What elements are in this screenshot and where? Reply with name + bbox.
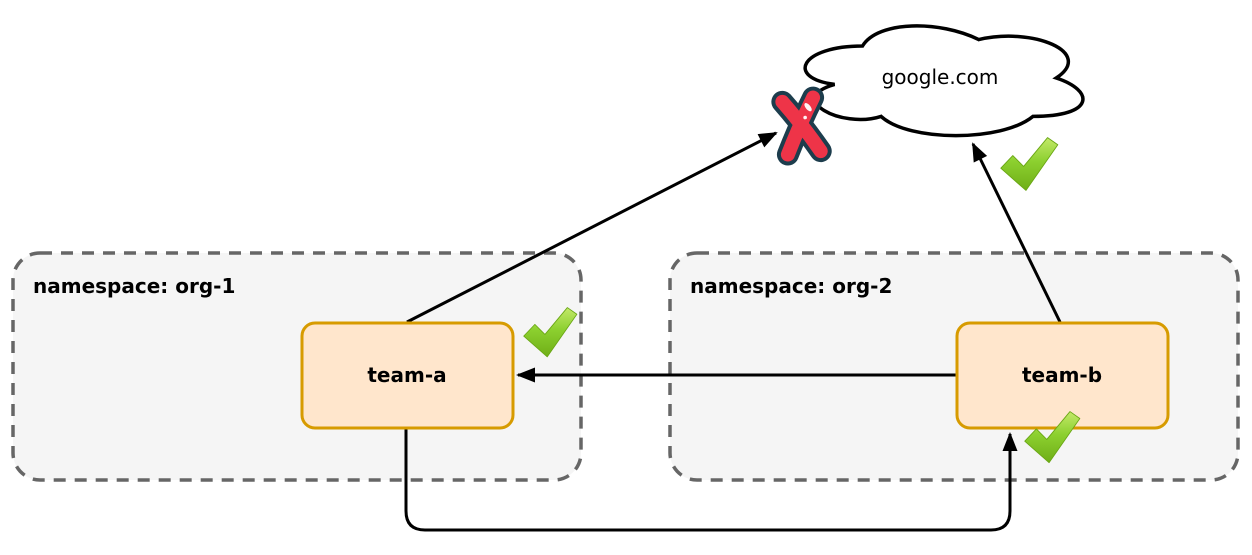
namespace-org-1-label: namespace: org-1 — [33, 274, 235, 298]
edge-team-a-to-team-b-allowed — [404, 428, 1018, 532]
node-team-a: team-a — [300, 321, 515, 430]
edge-team-a-to-google-blocked — [406, 131, 778, 324]
node-team-b-label: team-b — [1022, 363, 1102, 387]
node-team-a-box — [300, 321, 515, 430]
cross-icon — [771, 86, 832, 166]
cloud-label: google.com — [882, 65, 999, 89]
node-team-b: team-b — [955, 321, 1170, 430]
namespace-org-2-label: namespace: org-2 — [690, 274, 892, 298]
edge-team-b-to-google-allowed — [971, 142, 1062, 323]
node-team-a-label: team-a — [367, 363, 446, 387]
cloud-shape — [803, 24, 1085, 138]
cloud-google: google.com — [803, 24, 1085, 138]
check-icon — [1000, 137, 1059, 191]
